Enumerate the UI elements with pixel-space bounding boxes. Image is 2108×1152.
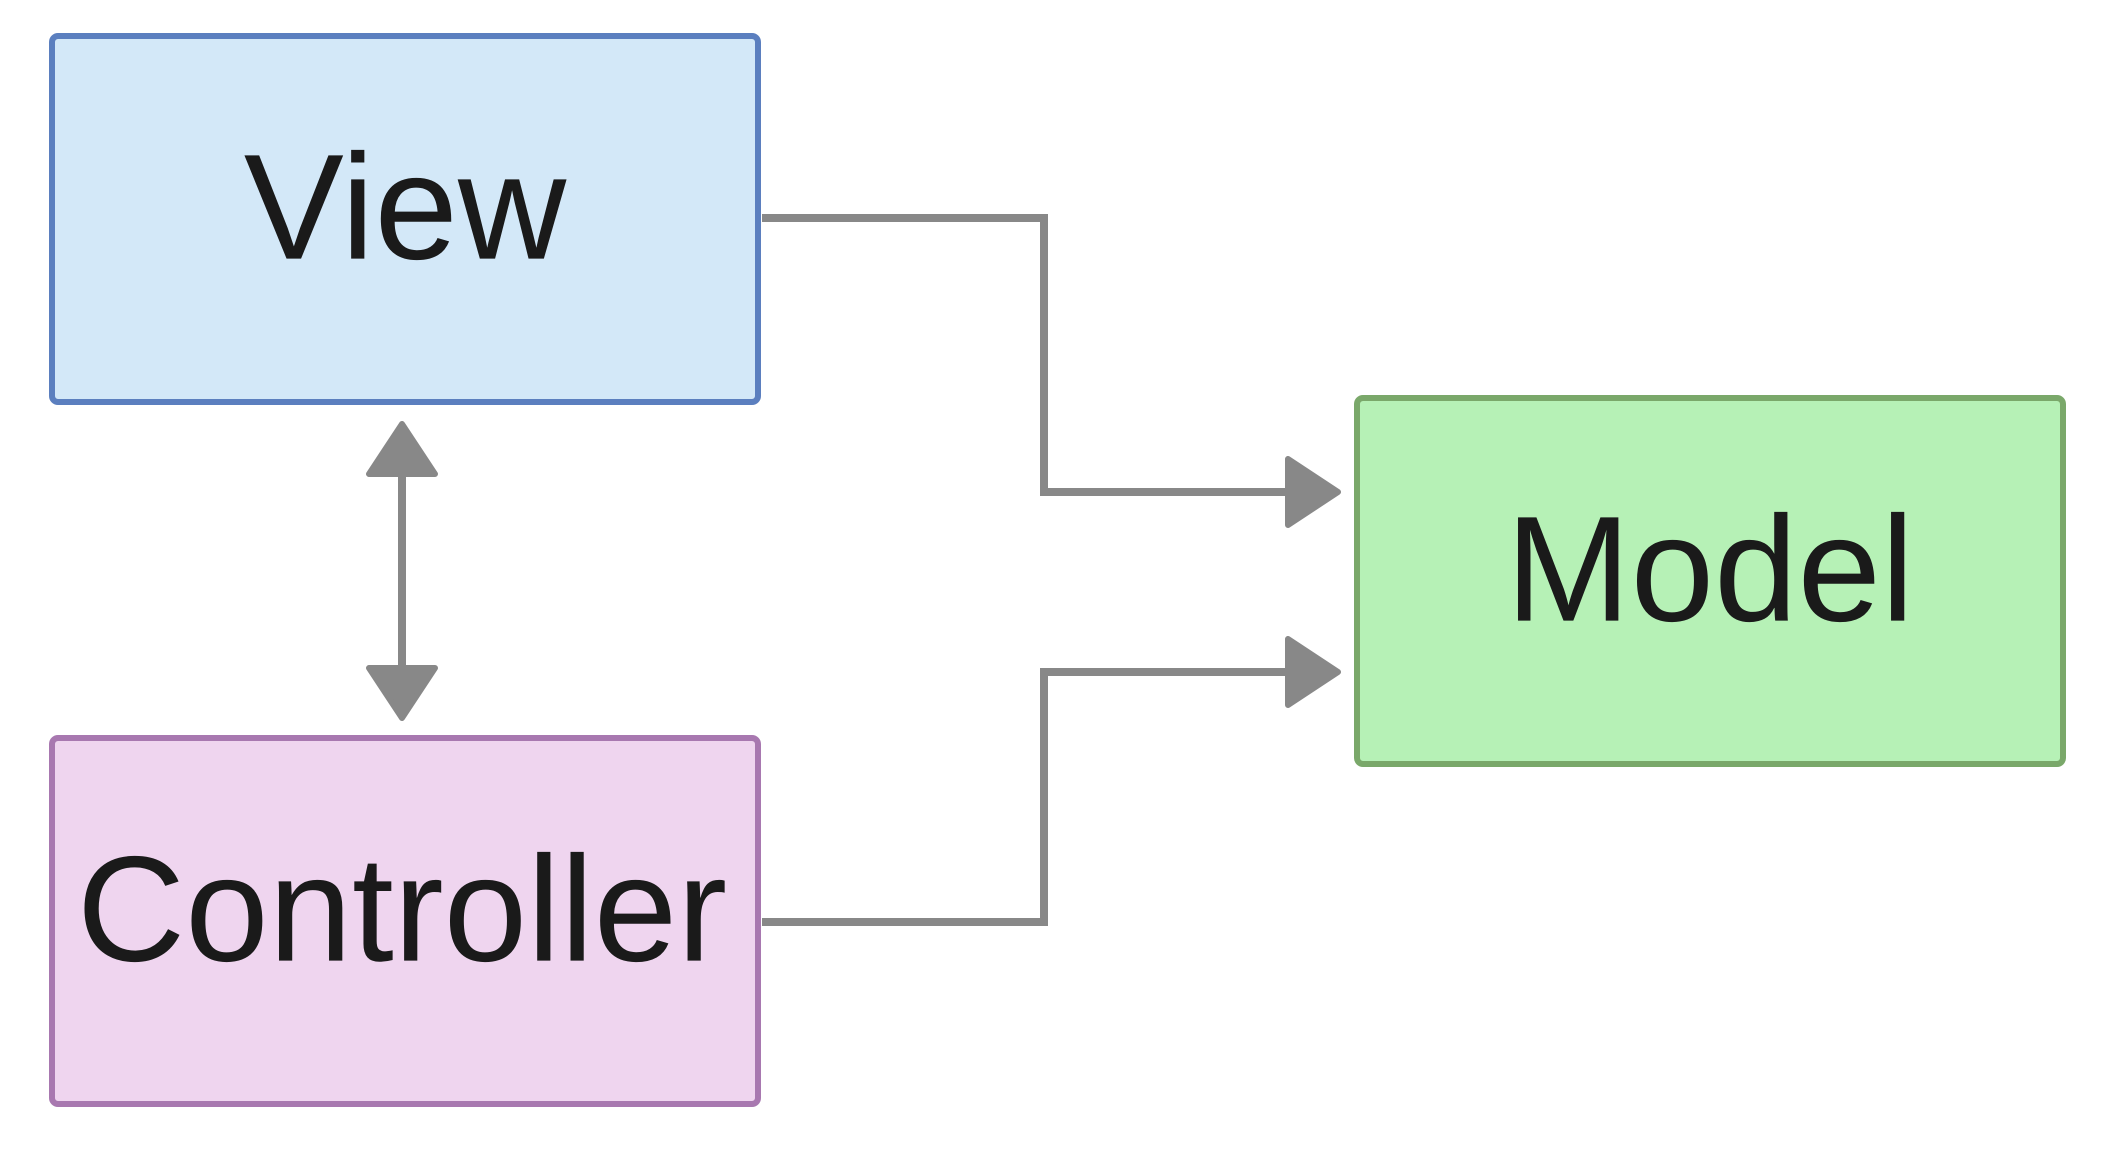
arrowhead-right-icon: [1285, 456, 1341, 528]
model-node[interactable]: Model: [1354, 395, 2066, 767]
arrowhead-down-icon: [366, 665, 438, 721]
edge-view-model-line: [762, 214, 1290, 496]
edge-controller-model-line: [762, 668, 1290, 926]
view-node-box: [49, 33, 761, 405]
model-node-label: Model: [1506, 485, 1915, 653]
view-node-label: View: [244, 123, 567, 291]
controller-node-label: Controller: [77, 825, 727, 993]
arrowhead-right-icon: [1285, 636, 1341, 708]
controller-node-box: [49, 735, 761, 1107]
edge-view-model: [762, 214, 1341, 528]
edge-controller-model: [762, 636, 1341, 926]
arrowhead-up-icon: [366, 421, 438, 477]
model-node-box: [1354, 395, 2066, 767]
edge-view-controller: [366, 421, 438, 721]
view-node[interactable]: View: [49, 33, 761, 405]
controller-node[interactable]: Controller: [49, 735, 761, 1107]
